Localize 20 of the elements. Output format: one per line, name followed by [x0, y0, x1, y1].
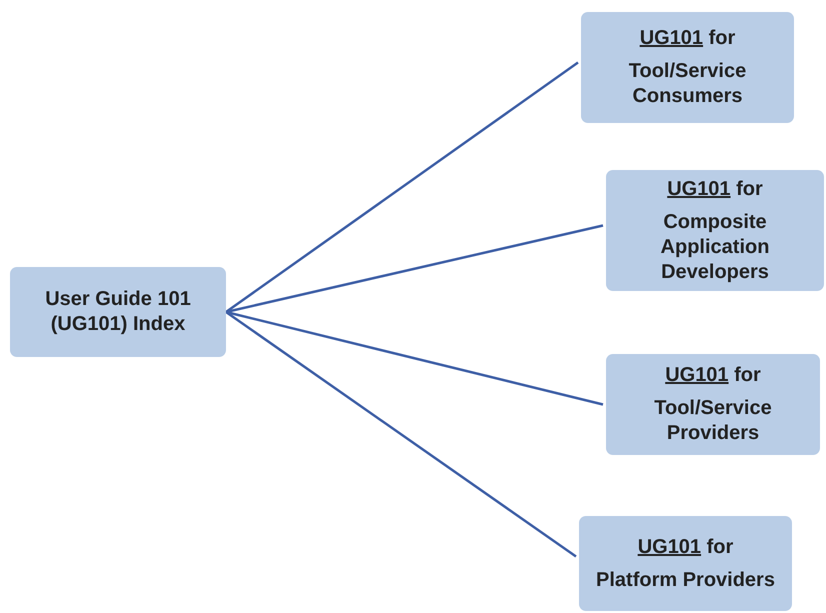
node-label: Platform Providers	[596, 568, 775, 592]
process-box	[606, 354, 820, 455]
connector-line	[225, 310, 577, 558]
node-label: for	[706, 536, 734, 558]
node-label: Composite Application Developers	[660, 210, 770, 284]
link: UG101	[667, 178, 731, 200]
connector-line	[225, 61, 579, 314]
link: UG101	[640, 27, 704, 49]
link: UG101	[665, 364, 729, 386]
node-label: for	[734, 364, 761, 386]
process-box	[10, 267, 226, 357]
process-box	[579, 516, 792, 611]
process-box	[606, 170, 824, 291]
node-label: for	[736, 178, 763, 200]
node-label: Tool/Service Providers	[653, 396, 773, 446]
node-label: for	[708, 27, 736, 49]
link: UG101	[638, 536, 702, 558]
process-box	[581, 12, 794, 123]
node-label: User Guide 101 (UG101) Index	[44, 287, 192, 337]
node-label: Tool/Service Consumers	[628, 59, 748, 109]
